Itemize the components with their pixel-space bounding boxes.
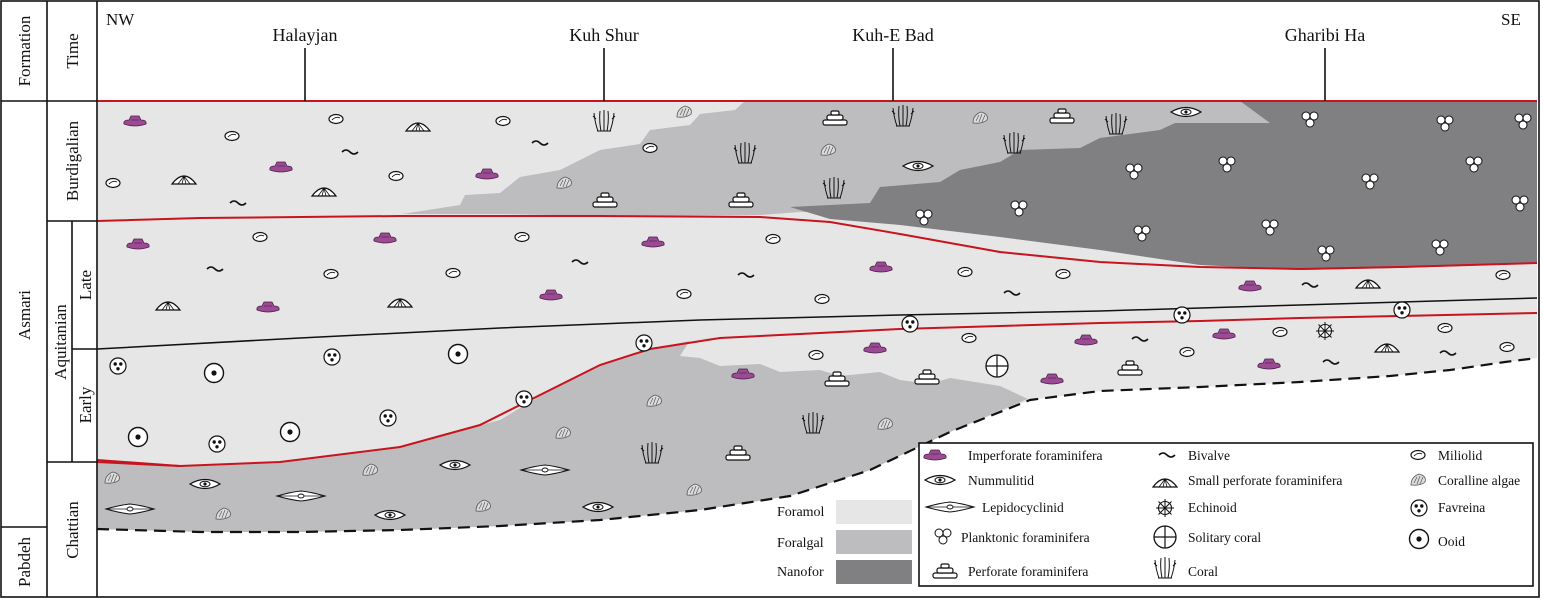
miliolid-symbol-icon — [1500, 343, 1514, 352]
miliolid-symbol-icon — [1056, 270, 1070, 279]
facies-label: Foramol — [777, 505, 825, 520]
miliolid-symbol-icon — [106, 179, 120, 188]
nanofor-swatch — [836, 560, 912, 584]
legend-label: Perforate foraminifera — [968, 564, 1088, 579]
symbol-legend: Imperforate foraminifera Nummulitid Lepi… — [919, 443, 1533, 586]
miliolid-symbol-icon — [958, 268, 972, 277]
chattian-label: Chattian — [63, 501, 82, 559]
legend-label: Ooid — [1438, 534, 1465, 549]
miliolid-symbol-icon — [225, 132, 239, 141]
miliolid-symbol-icon — [329, 115, 343, 124]
legend-label: Solitary coral — [1188, 530, 1261, 545]
miliolid-symbol-icon — [815, 295, 829, 304]
miliolid-symbol-icon — [1273, 328, 1287, 337]
facies-legend: Foramol Foralgal Nanofor — [777, 500, 912, 584]
ooid-symbol-icon — [281, 423, 300, 442]
favreina-symbol-icon — [636, 335, 652, 351]
legend-label: Imperforate foraminifera — [968, 448, 1103, 463]
legend-label: Miliolid — [1438, 448, 1483, 463]
miliolid-symbol-icon — [324, 270, 338, 279]
ooid-symbol-icon — [205, 364, 224, 383]
legend-label: Coralline algae — [1438, 473, 1520, 488]
miliolid-symbol-icon — [643, 144, 657, 153]
miliolid-symbol-icon — [962, 334, 976, 343]
miliolid-symbol-icon — [446, 269, 460, 278]
favreina-symbol-icon — [209, 436, 225, 452]
time-header: Time — [63, 33, 82, 68]
favreina-symbol-icon — [110, 358, 126, 374]
favreina-symbol-icon — [1174, 307, 1190, 323]
section-markers — [305, 48, 1325, 101]
miliolid-symbol-icon — [515, 233, 529, 242]
legend-label: Coral — [1188, 564, 1218, 579]
miliolid-symbol-icon — [1438, 324, 1452, 333]
facies-label: Foralgal — [777, 536, 824, 551]
solitary-symbol-icon — [986, 355, 1008, 377]
formation-header: Formation — [15, 15, 34, 86]
miliolid-symbol-icon — [677, 290, 691, 299]
late-label: Late — [76, 270, 95, 300]
asmari-label: Asmari — [15, 290, 34, 340]
favreina-symbol-icon — [1394, 302, 1410, 318]
miliolid-symbol-icon — [389, 172, 403, 181]
miliolid-symbol-icon — [809, 351, 823, 360]
legend-label: Lepidocyclinid — [982, 500, 1064, 515]
legend-label: Echinoid — [1188, 500, 1237, 515]
legend-label: Favreina — [1438, 500, 1485, 515]
pabdeh-label: Pabdeh — [15, 536, 34, 587]
miliolid-symbol-icon — [253, 233, 267, 242]
foralgal-swatch — [836, 530, 912, 554]
burdigalian-label: Burdigalian — [63, 120, 82, 201]
miliolid-symbol-icon — [1180, 348, 1194, 357]
section-name: Gharibi Ha — [1285, 25, 1365, 45]
legend-label: Bivalve — [1188, 448, 1230, 463]
favreina-symbol-icon — [324, 349, 340, 365]
section-name: Kuh Shur — [569, 25, 639, 45]
miliolid-symbol-icon — [766, 235, 780, 244]
aquitanian-label: Aquitanian — [51, 304, 70, 380]
legend-label: Small perforate foraminifera — [1188, 473, 1342, 488]
foramol-swatch — [836, 500, 912, 524]
nw-label: NW — [106, 10, 135, 29]
facies-label: Nanofor — [777, 565, 824, 580]
section-name: Kuh-E Bad — [852, 25, 933, 45]
ooid-symbol-icon — [129, 428, 148, 447]
section-name: Halayjan — [273, 25, 338, 45]
favreina-symbol-icon — [516, 391, 532, 407]
miliolid-symbol-icon — [1496, 271, 1510, 280]
se-label: SE — [1501, 10, 1521, 29]
echinoid-symbol-icon — [1316, 322, 1334, 340]
miliolid-symbol-icon — [496, 117, 510, 126]
favreina-symbol-icon — [902, 316, 918, 332]
legend-label: Nummulitid — [968, 473, 1034, 488]
early-label: Early — [76, 386, 95, 423]
legend-label: Planktonic foraminifera — [961, 530, 1090, 545]
favreina-symbol-icon — [380, 410, 396, 426]
ooid-symbol-icon — [449, 345, 468, 364]
